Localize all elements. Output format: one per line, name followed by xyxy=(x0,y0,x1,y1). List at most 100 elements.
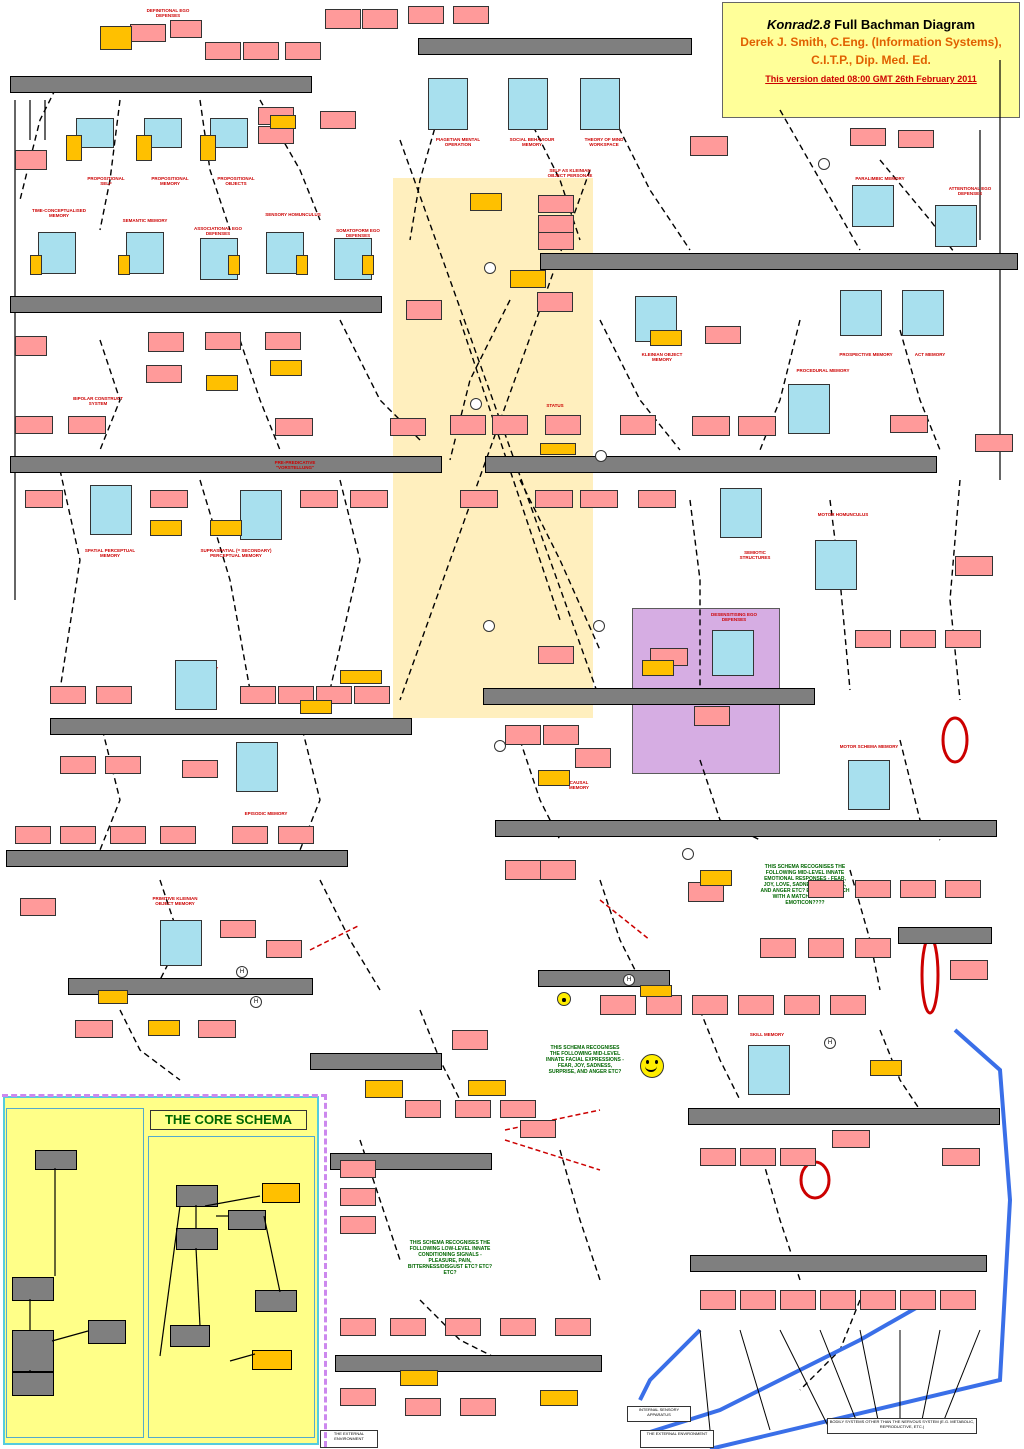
box-73 xyxy=(175,660,217,710)
box-85 xyxy=(575,748,611,768)
box-145 xyxy=(780,1290,816,1310)
diagram-title: Konrad2.8 Full Bachman Diagram xyxy=(766,17,976,32)
box-72 xyxy=(945,630,981,648)
box-174 xyxy=(148,1020,180,1036)
bodily-systems: BODILY SYSTEMS OTHER THAN THE NERVOUS SY… xyxy=(827,1418,977,1434)
internal-sensory-apparatus: INTERNAL SENSORY APPARATUS xyxy=(627,1406,691,1422)
box-2 xyxy=(170,20,202,38)
box-6 xyxy=(325,9,361,29)
box-52 xyxy=(620,415,656,435)
box-32 xyxy=(538,232,574,250)
bar-basal xyxy=(495,820,997,837)
box-126 xyxy=(340,1188,376,1206)
box-96 xyxy=(232,826,268,844)
label-self-as-kleinian: SELF AS KLEINIAN OBJECT PERSONAE xyxy=(547,168,593,178)
box-23 xyxy=(852,185,894,227)
box-19 xyxy=(580,78,620,130)
circle-icon-7 xyxy=(494,740,506,752)
label-motor-schema: MOTOR SCHEMA MEMORY xyxy=(839,744,899,749)
label-sensory-homunculus: SENSORY HOMUNCULUS xyxy=(265,212,321,217)
box-68 xyxy=(638,490,676,508)
box-7 xyxy=(362,9,398,29)
box-106 xyxy=(855,880,891,898)
box-139 xyxy=(555,1318,591,1336)
box-147 xyxy=(860,1290,896,1310)
label-bipolar: BIPOLAR CONSTRUCT SYSTEM xyxy=(73,396,123,406)
circle-icon-6 xyxy=(593,620,605,632)
circle-icon-5 xyxy=(483,620,495,632)
box-40 xyxy=(146,365,182,383)
box-35 xyxy=(902,290,944,336)
box-58 xyxy=(240,490,282,540)
box-150 xyxy=(100,26,132,50)
core-box-yellow-1 xyxy=(262,1183,300,1203)
box-153 xyxy=(200,135,216,161)
label-spatial: SPATIAL PERCEPTUAL MEMORY xyxy=(84,548,136,558)
box-76 xyxy=(538,646,574,664)
core-inner-panel xyxy=(148,1136,315,1438)
label-causal: CAUSAL MEMORY xyxy=(568,780,590,790)
circle-icon-8 xyxy=(682,848,694,860)
label-episodic: EPISODIC MEMORY xyxy=(244,811,288,816)
circle-icon-2 xyxy=(818,158,830,170)
box-10 xyxy=(15,150,47,170)
box-116 xyxy=(738,995,774,1015)
label-propositional-memory: PROPOSITIONAL MEMORY xyxy=(151,176,189,186)
box-131 xyxy=(740,1148,776,1166)
box-173 xyxy=(98,990,128,1004)
label-time-conceptualised: TIME-CONCEPTUALISED MEMORY xyxy=(32,208,86,218)
box-157 xyxy=(118,255,130,275)
box-160 xyxy=(362,255,374,275)
box-180 xyxy=(870,1060,902,1076)
box-117 xyxy=(784,995,820,1015)
box-59 xyxy=(720,488,762,538)
box-70 xyxy=(855,630,891,648)
box-128 xyxy=(500,1100,536,1118)
box-142 xyxy=(460,1398,496,1416)
box-71 xyxy=(900,630,936,648)
circle-icon-9: H xyxy=(236,966,248,978)
box-18 xyxy=(508,78,548,130)
box-13 xyxy=(210,118,248,148)
label-definitional: DEFINITIONAL EGO DEFENSES xyxy=(146,8,190,18)
bar-amygdala xyxy=(483,688,815,705)
box-89 xyxy=(60,756,96,774)
circle-icon-12: H xyxy=(250,996,262,1008)
box-123 xyxy=(405,1100,441,1118)
note-mid-level-innate: THIS SCHEMA RECOGNISES THE FOLLOWING MID… xyxy=(546,1045,624,1075)
box-11 xyxy=(76,118,114,148)
box-97 xyxy=(278,826,314,844)
h-icon-4: H xyxy=(253,999,259,1005)
box-22 xyxy=(898,130,934,148)
box-159 xyxy=(296,255,308,275)
label-supraspatial: SUPRASPATIAL (= SECONDARY) PERCEPTUAL ME… xyxy=(200,548,272,558)
box-93 xyxy=(60,826,96,844)
box-148 xyxy=(900,1290,936,1310)
bar-thalamic-left xyxy=(68,978,313,995)
core-left-panel xyxy=(6,1108,144,1438)
box-26 xyxy=(126,232,164,274)
box-77 xyxy=(50,686,86,704)
box-82 xyxy=(354,686,390,704)
box-25 xyxy=(38,232,76,274)
box-49 xyxy=(450,415,486,435)
box-125 xyxy=(340,1160,376,1178)
box-39 xyxy=(265,332,301,350)
box-171 xyxy=(538,770,570,786)
box-87 xyxy=(236,742,278,792)
core-box-3 xyxy=(12,1330,54,1372)
smiley-icon xyxy=(640,1054,664,1078)
box-119 xyxy=(75,1020,113,1038)
core-box-9 xyxy=(255,1290,297,1312)
box-1 xyxy=(130,24,166,42)
label-paralimbic: PARALIMBIC MEMORY xyxy=(855,176,905,181)
label-semiotic: SEMIOTIC STRUCTURES xyxy=(739,550,771,560)
box-45 xyxy=(15,416,53,434)
box-172 xyxy=(700,870,732,886)
box-141 xyxy=(405,1398,441,1416)
author-line-2: C.I.T.P., Dip. Med. Ed. xyxy=(811,53,931,67)
label-primitive-kleinian: PRIMITIVE KLEINIAN OBJECT MEMORY xyxy=(152,896,198,906)
bar-sensory-gate xyxy=(690,1255,987,1272)
core-box-5 xyxy=(88,1320,126,1344)
